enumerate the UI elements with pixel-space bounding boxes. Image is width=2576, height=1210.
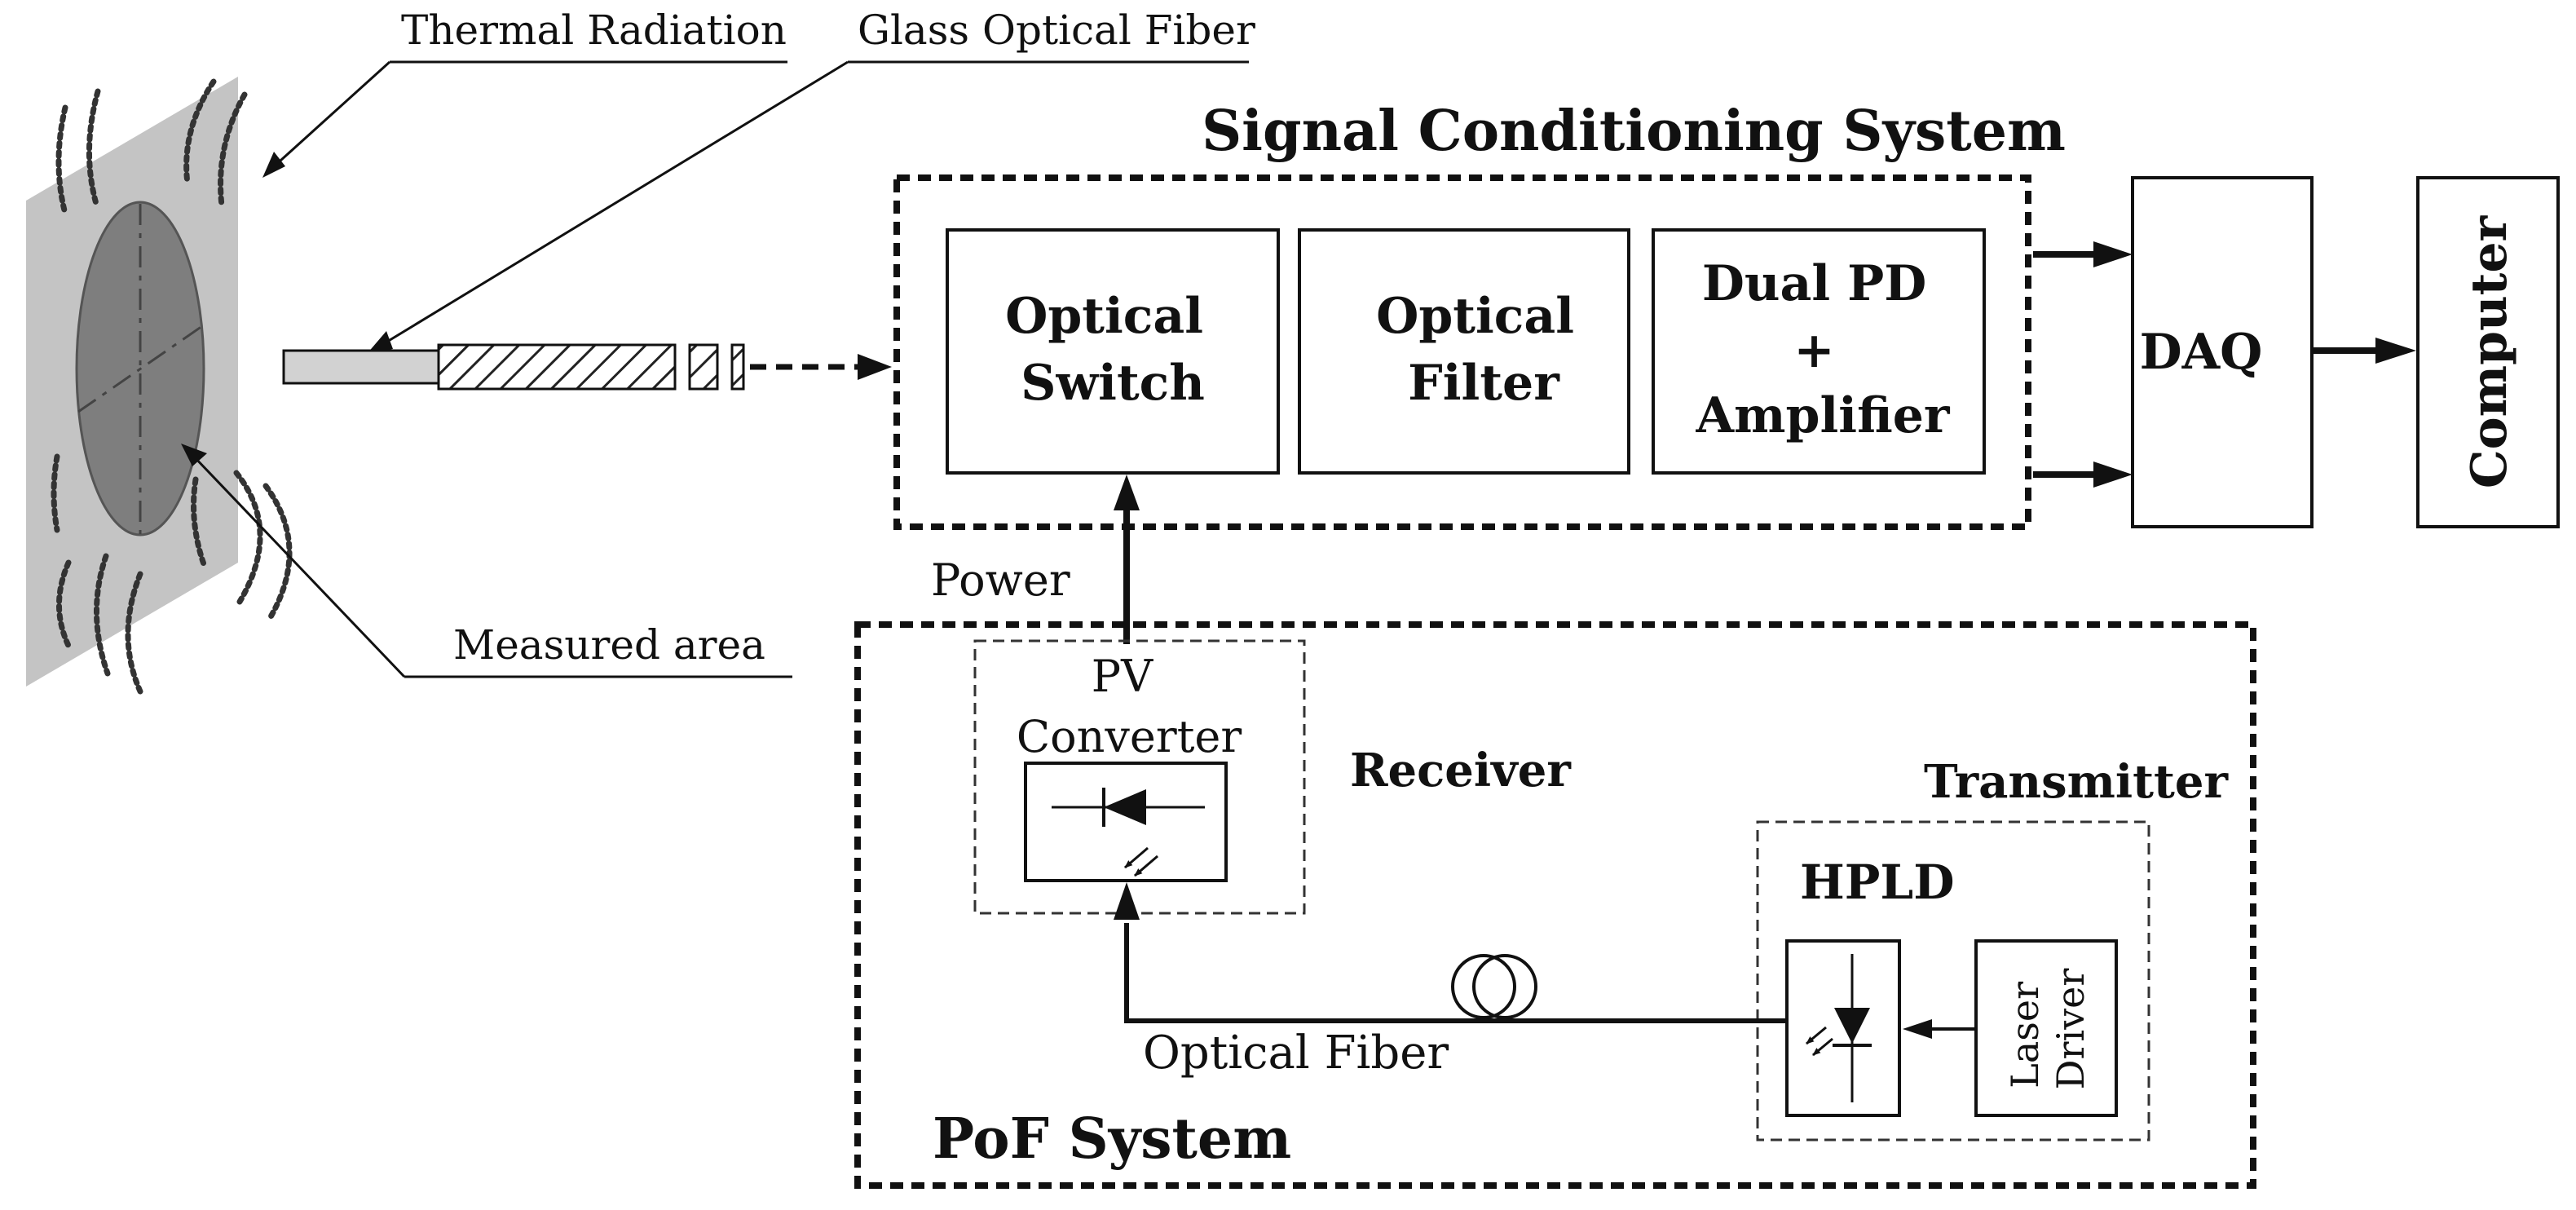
optical-filter-block: Optical Filter <box>1298 228 1630 475</box>
ellipse-axis-diagonal <box>77 325 203 413</box>
svg-text:Optical Switch: Optical Switch <box>1005 288 1220 412</box>
signal-conditioning-title: Signal Conditioning System <box>1202 99 2066 164</box>
thermal-radiation-arrowhead <box>262 152 285 178</box>
laser-driver-line2: Driver <box>2049 969 2093 1090</box>
fiber-jacket-short <box>688 343 719 391</box>
optical-switch-block: Optical Switch <box>946 228 1280 475</box>
computer-block: Computer <box>2416 176 2560 528</box>
fiber-coil-1 <box>1451 954 1516 1019</box>
thermal-radiation-callout: Thermal Radiation <box>262 7 787 178</box>
fiber-link-arrowhead <box>858 354 892 380</box>
dual-pd-amplifier-block: Dual PD + Amplifier <box>1652 228 1986 475</box>
dual-pd-line3: Amplifier <box>1696 387 1951 444</box>
measured-area-leader <box>191 453 406 678</box>
pv-label-line2: Converter <box>1017 711 1242 762</box>
measured-surface <box>26 77 293 695</box>
daq-input-arrows <box>2033 241 2133 488</box>
measured-area-label: Measured area <box>453 621 765 669</box>
svg-text:Dual PD + Ampl: Dual PD + Amplifier <box>1696 255 1951 444</box>
photodiode-symbol <box>1052 788 1205 877</box>
svg-text:PV Converter: PV Converter <box>1017 651 1242 762</box>
receiver-label: Receiver <box>1350 744 1572 797</box>
transmitter: Transmitter HPLD Laser Driver <box>1756 755 2230 1142</box>
thermal-radiation-leader <box>271 60 391 170</box>
optical-fiber-link: Optical Fiber <box>1114 882 1787 1080</box>
dual-pd-line2: + <box>1793 322 1834 379</box>
pof-system-border <box>854 621 2256 1189</box>
signal-conditioning-system: Signal Conditioning System Optical Switc… <box>893 99 2066 530</box>
driver-to-diode-arrow <box>1903 1019 1976 1039</box>
thermal-radiation-label: Thermal Radiation <box>401 7 787 54</box>
signal-conditioning-border <box>893 174 2031 530</box>
glass-optical-fiber-callout: Glass Optical Fiber <box>367 7 1255 354</box>
optical-fiber-label: Optical Fiber <box>1143 1027 1449 1080</box>
glass-fiber-arrowhead <box>367 331 393 354</box>
optical-filter-line2: Filter <box>1408 355 1560 412</box>
photodiode-box <box>1024 762 1228 882</box>
measured-area-arrowhead <box>181 444 207 466</box>
optical-switch-line1: Optical <box>1005 288 1203 345</box>
optical-switch-line2: Switch <box>1021 355 1205 412</box>
optical-filter-line1: Optical <box>1376 288 1574 345</box>
daq-label: DAQ <box>2140 324 2263 381</box>
pof-system: PoF System PV Converter Receiver Transmi… <box>854 621 2256 1189</box>
fiber-ferrule <box>282 349 440 385</box>
power-link: Power <box>931 475 1140 644</box>
receiver: PV Converter Receiver <box>973 639 1572 915</box>
measured-area-callout: Measured area <box>181 444 792 678</box>
laser-driver-block: Laser Driver <box>1974 939 2118 1117</box>
fiber-jacket-end <box>730 343 745 391</box>
fiber-jacket-main <box>437 343 677 391</box>
fiber-coil-2 <box>1472 954 1537 1019</box>
daq-block: DAQ <box>2131 176 2314 528</box>
thermal-radiation-waves <box>51 78 293 695</box>
pv-converter-border <box>973 639 1306 915</box>
glass-fiber-leader <box>382 60 849 346</box>
transmitter-border <box>1756 820 2150 1142</box>
glass-optical-fiber-label: Glass Optical Fiber <box>858 7 1255 54</box>
svg-text:Optical Filter: Optical Filter <box>1376 288 1591 412</box>
pof-system-label: PoF System <box>933 1106 1291 1172</box>
pv-label-line1: PV <box>1092 651 1153 702</box>
transmitter-label: Transmitter <box>1924 755 2230 809</box>
daq-to-computer-arrow <box>2312 338 2416 364</box>
dual-pd-line1: Dual PD <box>1702 255 1926 312</box>
computer-label: Computer <box>2461 214 2518 488</box>
power-label: Power <box>931 554 1070 606</box>
glass-fiber-probe <box>282 343 892 391</box>
hpld-label: HPLD <box>1800 855 1955 910</box>
svg-text:Laser Driver: Laser Driver <box>2003 969 2093 1090</box>
laser-driver-line1: Laser <box>2003 982 2047 1089</box>
laser-diode-block <box>1785 939 1901 1117</box>
